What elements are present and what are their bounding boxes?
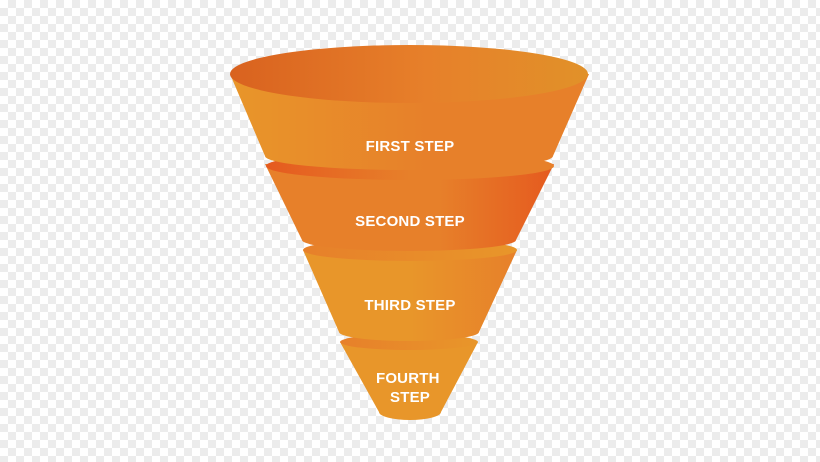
funnel-step-4-label-line-1: FOURTH <box>376 370 440 387</box>
funnel-step-4-label-line-2: STEP <box>390 389 430 406</box>
funnel-step-4: FOURTH STEP <box>340 334 478 420</box>
funnel-step-3-label: THIRD STEP <box>364 297 455 314</box>
funnel-step-2-label: SECOND STEP <box>355 213 465 230</box>
funnel-step-3-body <box>303 250 517 341</box>
funnel-step-1-rim <box>230 45 588 103</box>
funnel-step-1-label: FIRST STEP <box>366 138 455 155</box>
funnel-step-2-body <box>265 164 554 251</box>
funnel-step-3: THIRD STEP <box>303 239 517 341</box>
funnel-step-4-body <box>340 342 478 420</box>
funnel-step-1: FIRST STEP <box>230 45 589 170</box>
funnel-step-4-label: FOURTH STEP <box>376 370 444 406</box>
